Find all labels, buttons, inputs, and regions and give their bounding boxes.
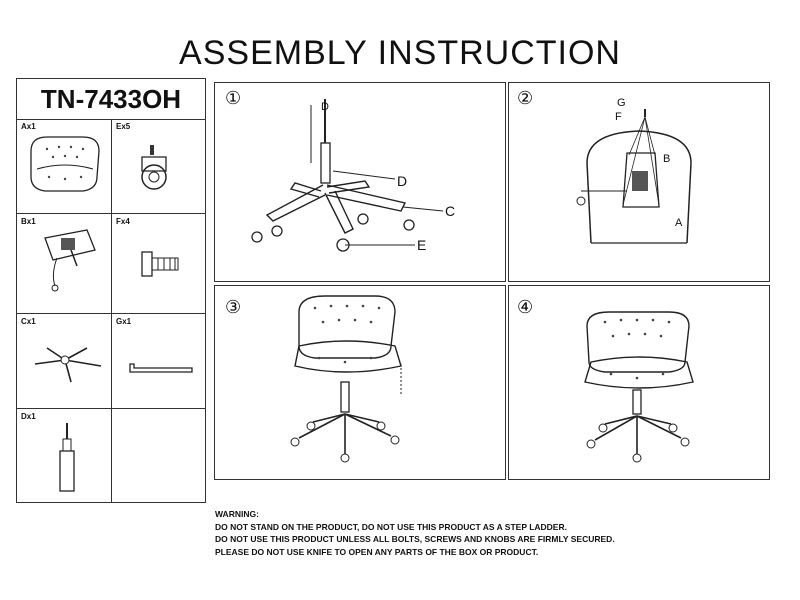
step-1-panel: ① D D C E: [214, 82, 506, 282]
step-4-number: ④: [517, 297, 534, 317]
part-b-mechanism-icon: [44, 229, 96, 292]
part-g-allen-key-icon: [129, 363, 193, 373]
part-d-label: Dx1: [21, 412, 36, 421]
step-2-number: ②: [517, 88, 534, 108]
part-e-cell: Ex5: [112, 119, 206, 214]
step-1-number: ①: [225, 88, 242, 108]
warning-block: WARNING: DO NOT STAND ON THE PRODUCT, DO…: [215, 508, 775, 558]
part-g-cell: Gx1: [112, 314, 206, 409]
part-b-label: Bx1: [21, 217, 36, 226]
part-b-cell: Bx1: [17, 214, 112, 314]
step-1-diagram: [251, 99, 444, 252]
step-1-callout-d-top: D: [321, 101, 329, 113]
part-a-cell: Ax1: [17, 119, 112, 214]
part-c-label: Cx1: [21, 317, 36, 326]
part-e-caster-icon: [141, 145, 167, 190]
model-number: TN-7433OH: [17, 79, 205, 120]
part-c-cell: Cx1: [17, 314, 112, 409]
step-1-callout-c: C: [445, 203, 456, 219]
step-3-diagram: [290, 295, 402, 463]
part-a-label: Ax1: [21, 122, 36, 131]
part-f-cell: Fx4: [112, 214, 206, 314]
step-2-panel: ② G F B A: [508, 82, 770, 282]
part-d-cell: Dx1: [17, 409, 112, 503]
warning-line-2: DO NOT USE THIS PRODUCT UNLESS ALL BOLTS…: [215, 534, 615, 544]
step-2-callout-a: A: [675, 217, 683, 229]
step-2-callout-f: F: [615, 111, 622, 123]
step-4-diagram: [584, 311, 694, 463]
step-4-panel: ④: [508, 285, 770, 480]
part-f-bolt-icon: [141, 251, 179, 277]
step-3-number: ③: [225, 297, 242, 317]
parts-list: TN-7433OH Ax1 Ex5 Bx1 Fx4: [16, 78, 206, 503]
part-a-seat-icon: [30, 136, 100, 192]
part-e-label: Ex5: [116, 122, 131, 131]
empty-cell: [112, 409, 206, 503]
step-2-callout-g: G: [617, 97, 626, 109]
step-2-callout-b: B: [663, 153, 671, 165]
step-3-panel: ③: [214, 285, 506, 480]
step-2-diagram: [576, 109, 692, 244]
page-title: ASSEMBLY INSTRUCTION: [179, 34, 621, 72]
part-c-base-icon: [34, 347, 102, 383]
part-f-label: Fx4: [116, 217, 130, 226]
warning-line-3: PLEASE DO NOT USE KNIFE TO OPEN ANY PART…: [215, 546, 539, 557]
warning-heading: WARNING:: [215, 509, 259, 519]
part-d-gas-lift-icon: [59, 423, 75, 492]
part-g-label: Gx1: [116, 317, 132, 326]
warning-line-1: DO NOT STAND ON THE PRODUCT, DO NOT USE …: [215, 521, 567, 532]
step-1-callout-d: D: [397, 173, 408, 189]
step-1-callout-e: E: [417, 237, 427, 253]
